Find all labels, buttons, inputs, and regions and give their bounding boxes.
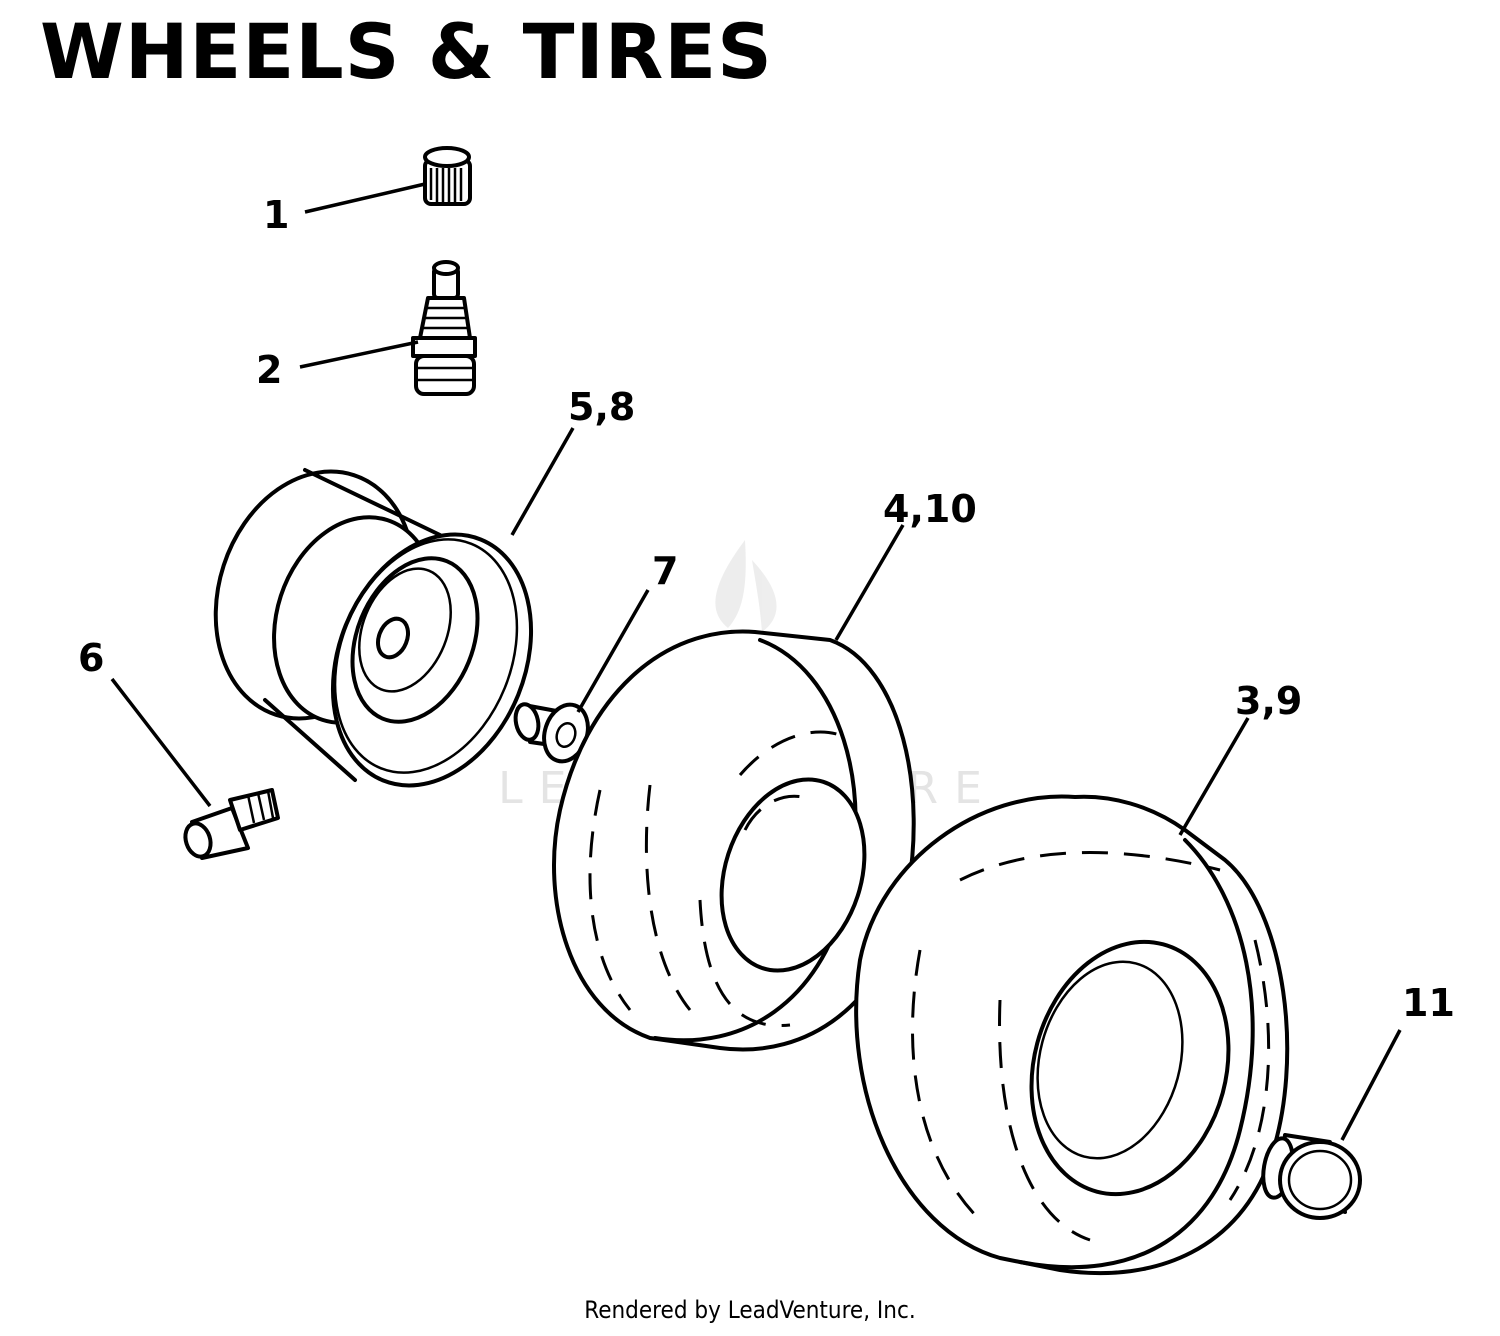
part-valve-cap[interactable] <box>423 146 472 206</box>
leader-line-2 <box>299 340 419 369</box>
callout-5-8[interactable]: 5,8 <box>568 385 635 429</box>
leader-line-7 <box>576 589 650 713</box>
leader-line-58 <box>510 427 575 536</box>
part-rear-tire[interactable] <box>854 794 1290 1276</box>
callout-1[interactable]: 1 <box>263 193 289 237</box>
callout-2[interactable]: 2 <box>256 348 282 392</box>
leader-line-39 <box>1178 717 1250 836</box>
callout-3-9[interactable]: 3,9 <box>1235 679 1302 723</box>
leader-line-410 <box>834 524 905 641</box>
leader-line-6 <box>110 677 212 808</box>
part-hub-cap[interactable] <box>1259 1133 1362 1220</box>
part-front-tire[interactable] <box>552 629 916 1052</box>
page-title: WHEELS & TIRES <box>40 7 773 96</box>
leader-line-1 <box>304 182 426 214</box>
leader-line-11 <box>1340 1029 1402 1141</box>
part-wheel-rim[interactable] <box>185 446 567 816</box>
footer-credit: Rendered by LeadVenture, Inc. <box>584 1296 916 1324</box>
part-grease-fitting[interactable] <box>181 788 280 860</box>
part-valve-stem[interactable] <box>411 260 477 396</box>
part-bushing[interactable] <box>512 699 594 767</box>
callout-7[interactable]: 7 <box>652 549 678 593</box>
callout-11[interactable]: 11 <box>1402 981 1455 1025</box>
callout-4-10[interactable]: 4,10 <box>883 487 977 531</box>
callout-6[interactable]: 6 <box>78 636 104 680</box>
